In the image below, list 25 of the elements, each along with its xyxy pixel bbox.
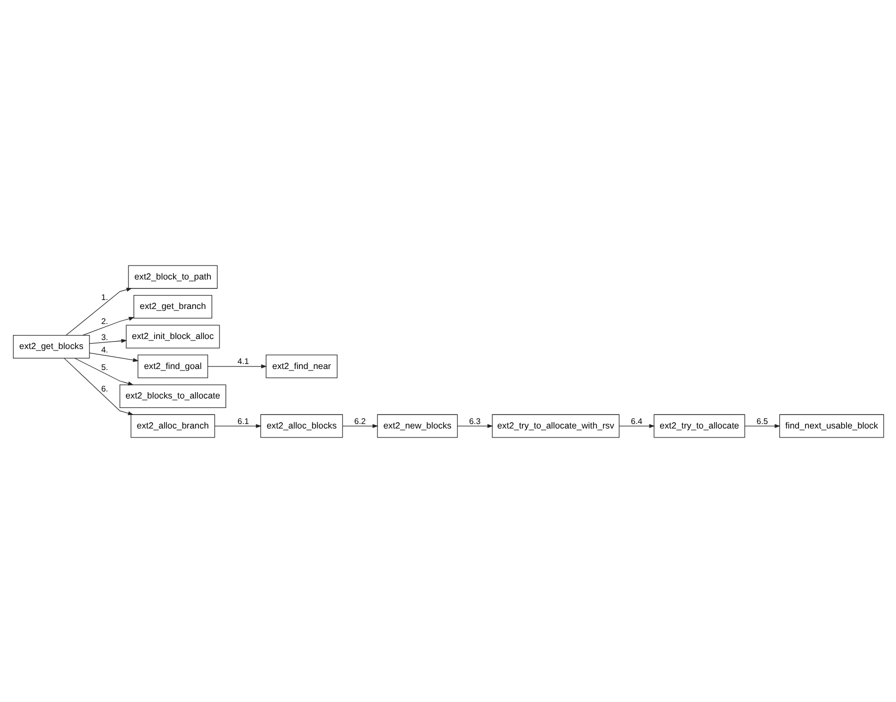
arrow (82, 316, 134, 336)
arrow (214, 424, 262, 428)
node-box: ext2_try_to_allocate_with_rsv (491, 414, 619, 438)
arrow (618, 424, 654, 428)
arrow (456, 424, 493, 428)
arrow (88, 352, 138, 362)
node-box: ext2_get_branch (133, 294, 212, 318)
arrow (744, 424, 780, 428)
node-box: ext2_blocks_to_allocate (119, 384, 226, 408)
node-box: ext2_find_goal (137, 354, 208, 378)
node-box: ext2_find_near (265, 354, 337, 378)
node-box: find_next_usable_block (778, 414, 884, 438)
node-box: ext2_alloc_blocks (260, 414, 342, 438)
arrow (342, 424, 378, 428)
node-box: ext2_init_block_alloc (125, 324, 220, 348)
node-box: ext2_block_to_path (128, 264, 218, 288)
node-box: ext2_new_blocks (376, 414, 458, 438)
node-box: ext2_try_to_allocate (653, 414, 745, 438)
arrow (207, 364, 266, 368)
arrow (65, 287, 132, 336)
arrow (74, 357, 134, 385)
node-box: ext2_alloc_branch (130, 414, 215, 438)
arrow (88, 338, 127, 344)
node-box: ext2_get_blocks (12, 334, 90, 358)
arrow (63, 357, 134, 415)
